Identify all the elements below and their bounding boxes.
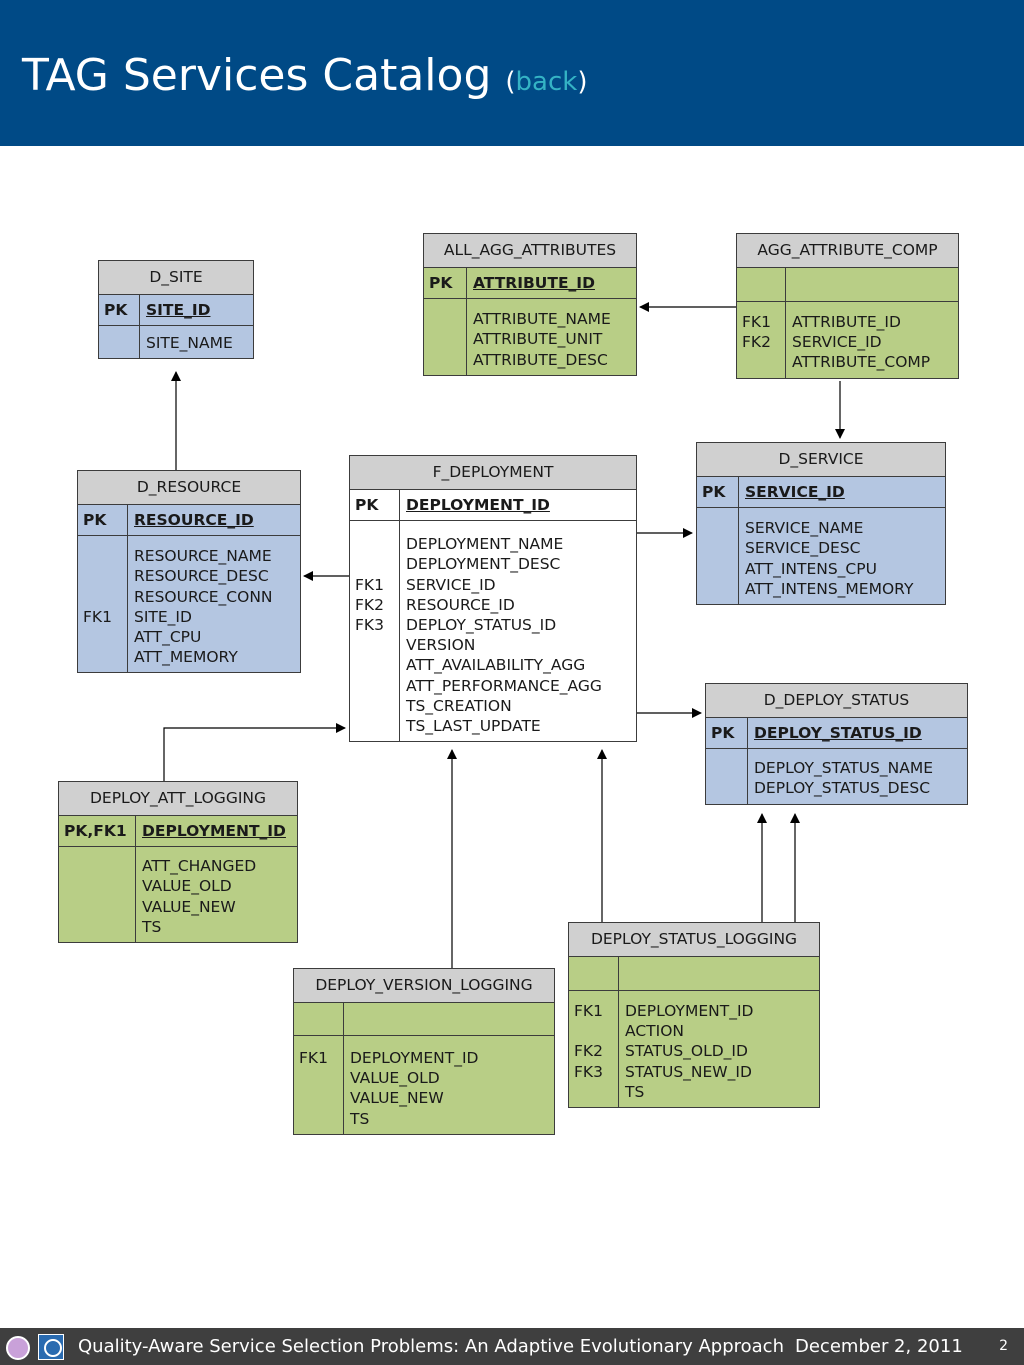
pk-label: PK,FK1 [59,816,136,847]
fk-labels: FK1 FK2 [737,302,786,378]
fk-labels: FK1 FK2 FK3 [350,521,400,742]
column-list: ATT_CHANGED VALUE_OLD VALUE_NEW TS [142,857,257,936]
footer-presentation-title: Quality-Aware Service Selection Problems… [78,1336,784,1357]
entity-name: D_DEPLOY_STATUS [706,684,967,718]
fk-labels [706,749,748,804]
entity-d-site: D_SITE PK SITE_ID SITE_NAME [98,260,254,360]
pk-label: PK [706,718,748,749]
entity-all-agg-attributes: ALL_AGG_ATTRIBUTES PK ATTRIBUTE_ID ATTRIB… [423,233,637,376]
column-list: SITE_NAME [146,334,233,353]
paren-open: ( [505,67,516,97]
page-number: 2 [999,1338,1008,1354]
column-list: RESOURCE_NAME RESOURCE_DESC RESOURCE_CON… [134,547,273,667]
pk-label [569,957,619,990]
pk-column: SERVICE_ID [745,483,845,501]
flower-logo-icon [6,1336,30,1360]
pk-label [294,1003,344,1035]
fk-labels [99,326,140,359]
column-list: ATTRIBUTE_ID SERVICE_ID ATTRIBUTE_COMP [792,313,931,372]
entity-name: DEPLOY_STATUS_LOGGING [569,923,819,957]
column-list: DEPLOYMENT_NAME DEPLOYMENT_DESC SERVICE_… [406,535,602,736]
column-list: ATTRIBUTE_NAME ATTRIBUTE_UNIT ATTRIBUTE_… [473,310,611,369]
pk-column: RESOURCE_ID [134,511,254,529]
pk-column: DEPLOY_STATUS_ID [754,724,922,742]
fk-labels: FK1 FK2 FK3 [569,991,619,1108]
pk-label: PK [99,295,140,326]
pk-label: PK [424,268,467,299]
fk-labels [697,508,739,605]
entity-d-deploy-status: D_DEPLOY_STATUS PK DEPLOY_STATUS_ID DEPLO… [705,683,968,805]
pk-label: PK [697,477,739,508]
entity-d-service: D_SERVICE PK SERVICE_ID SERVICE_NAME SERV… [696,442,946,606]
fk-labels [59,847,136,943]
fk-labels [424,299,467,375]
column-list: DEPLOYMENT_ID VALUE_OLD VALUE_NEW TS [350,1049,479,1128]
entity-name: D_SITE [99,261,253,295]
entity-name: ALL_AGG_ATTRIBUTES [424,234,636,268]
fk-labels: FK1 [78,536,128,673]
entity-name: DEPLOY_ATT_LOGGING [59,782,297,816]
column-list: SERVICE_NAME SERVICE_DESC ATT_INTENS_CPU… [745,519,914,598]
back-link[interactable]: back [515,67,578,97]
fk-labels: FK1 [294,1036,344,1134]
pk-label: PK [78,505,128,536]
title-bar: TAG Services Catalog (back) [0,0,1024,146]
footer-bar: Quality-Aware Service Selection Problems… [0,1328,1024,1365]
entity-f-deployment: F_DEPLOYMENT PK DEPLOYMENT_ID FK1 FK2 FK3… [349,455,637,743]
entity-name: D_RESOURCE [78,471,300,505]
entity-deploy-att-logging: DEPLOY_ATT_LOGGING PK,FK1 DEPLOYMENT_ID A… [58,781,298,944]
entity-name: F_DEPLOYMENT [350,456,636,490]
entity-name: D_SERVICE [697,443,945,477]
entity-name: AGG_ATTRIBUTE_COMP [737,234,958,268]
pk-label: PK [350,490,400,521]
pk-label [737,268,786,301]
pk-column: DEPLOYMENT_ID [406,496,550,514]
page-title-text: TAG Services Catalog [22,50,492,101]
entity-name: DEPLOY_VERSION_LOGGING [294,969,554,1003]
footer-date: December 2, 2011 [795,1336,963,1357]
cern-logo-icon [38,1334,64,1360]
pk-column: ATTRIBUTE_ID [473,274,595,292]
column-list: DEPLOY_STATUS_NAME DEPLOY_STATUS_DESC [754,759,933,798]
page-title: TAG Services Catalog (back) [22,44,587,114]
column-list: DEPLOYMENT_ID ACTION STATUS_OLD_ID STATU… [625,1002,754,1101]
paren-close: ) [577,67,588,97]
pk-column: SITE_ID [146,301,211,319]
link-attlog-deployment [163,723,346,781]
pk-column: DEPLOYMENT_ID [142,822,286,840]
